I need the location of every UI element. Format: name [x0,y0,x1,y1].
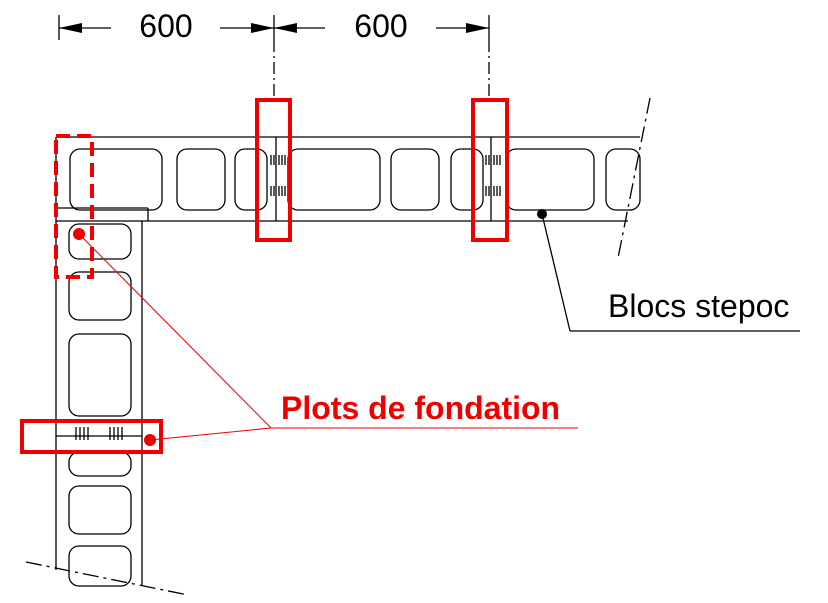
dimension-arrow [274,23,297,33]
block-cavity [176,148,226,211]
foundation-pad [471,98,509,242]
horizontal-wall [55,97,651,259]
dimension-arrow [466,23,489,33]
block-cavity [605,148,641,211]
block-cavity [234,148,268,211]
blocks-label: Blocs stepoc [608,288,789,324]
block-cavity [68,333,132,417]
dimension-arrow [251,23,274,33]
dimension-label: 600 [354,8,407,44]
joint-reinforcement [75,427,123,440]
foundation-pads [20,98,509,454]
dimension-arrow [59,23,82,33]
block-cavity [68,485,132,535]
block-cavity [68,545,132,587]
block-cavity [69,148,163,211]
leader-blocks [537,209,800,332]
leader-dot [73,228,85,240]
block-cavity [68,451,132,477]
leader-dot [144,434,156,446]
vertical-wall [25,221,189,596]
foundation-pad [255,98,292,242]
block-cavity [287,148,381,211]
foundation-pad-dashed [54,134,94,279]
leader-dot [537,209,547,219]
block-cavity [68,223,132,260]
foundations-label: Plots de fondation [281,390,560,426]
dimension-label: 600 [139,8,192,44]
leader-foundations [78,233,578,441]
block-cavity [68,271,132,321]
joint-reinforcement [270,155,501,196]
dimension-line [58,15,490,96]
block-cavity [505,148,595,211]
foundation-pad [20,419,163,454]
block-cavity [390,148,440,211]
block-cavity [450,148,484,211]
